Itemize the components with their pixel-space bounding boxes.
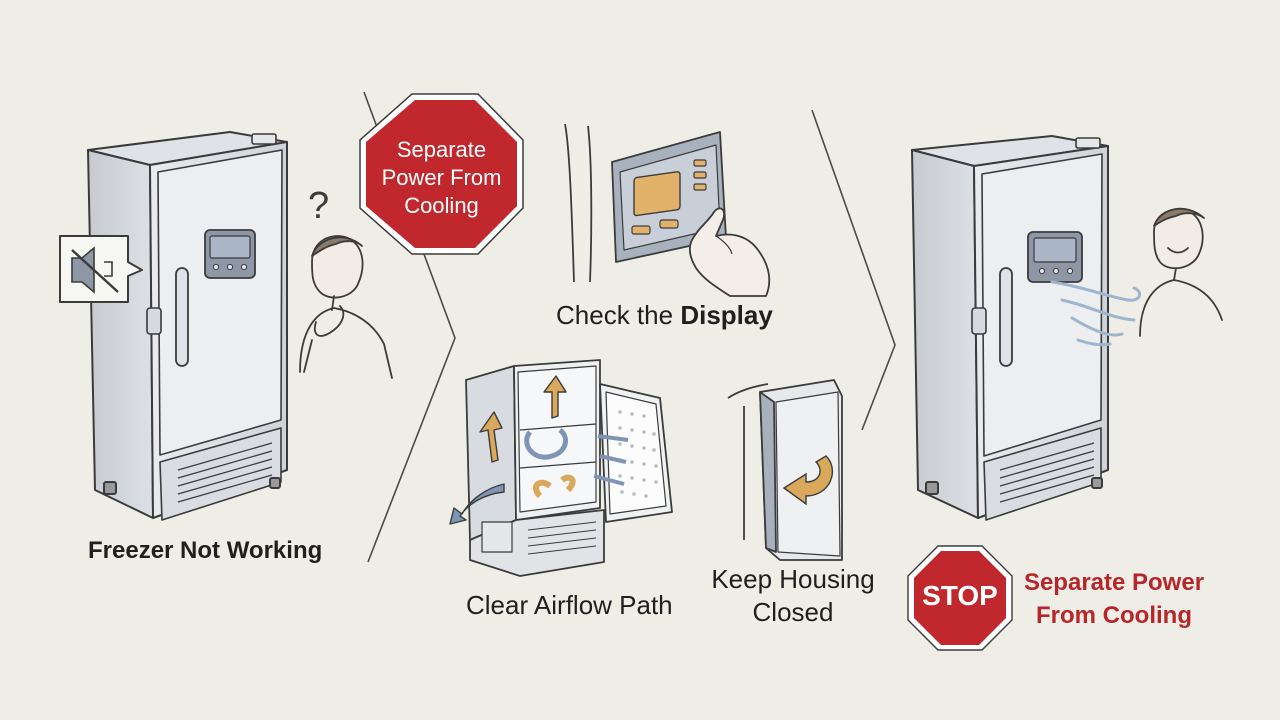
- muted-speaker-icon: [59, 235, 143, 303]
- step-divider-2: [811, 109, 896, 431]
- label-separate-power: Separate Power From Cooling: [1016, 566, 1212, 632]
- octagon-line-3: Cooling: [404, 193, 479, 218]
- label-check-the: Check the: [556, 300, 674, 330]
- door-closing-illustration: [727, 379, 843, 561]
- open-freezer-airflow: [465, 359, 673, 577]
- display-panel-illustration: [564, 123, 771, 297]
- octagon-sign-text: Separate Power From Cooling: [366, 136, 517, 220]
- label-keep-housing: Keep Housing Closed: [706, 563, 880, 629]
- stop-sign-text: STOP: [922, 580, 998, 611]
- label-keep-housing-line2: Closed: [752, 597, 834, 627]
- happy-person: [1139, 207, 1223, 337]
- stop-sign-icon: [907, 545, 1013, 651]
- freezer-right: [911, 135, 1109, 521]
- wind-swirl-icon: [1050, 280, 1142, 347]
- octagon-line-2: Power From: [381, 165, 502, 190]
- airflow-arrow-icon: [449, 375, 629, 525]
- label-freezer-not-working: Freezer Not Working: [88, 537, 323, 564]
- question-mark-icon: ?: [308, 185, 329, 227]
- stop-octagon-sign: [359, 93, 524, 255]
- label-display: Display: [680, 300, 773, 330]
- door-close-arrow-icon: [782, 455, 834, 506]
- label-check-display: Check the Display: [556, 300, 773, 331]
- label-clear-airflow: Clear Airflow Path: [466, 590, 673, 620]
- freezer-left: [87, 131, 288, 521]
- label-separate-power-line1: Separate Power: [1023, 569, 1205, 596]
- octagon-line-1: Separate: [396, 137, 487, 162]
- confused-person: [299, 235, 393, 379]
- label-keep-housing-line1: Keep Housing: [711, 564, 875, 594]
- label-separate-power-line2: From Cooling: [1036, 602, 1192, 629]
